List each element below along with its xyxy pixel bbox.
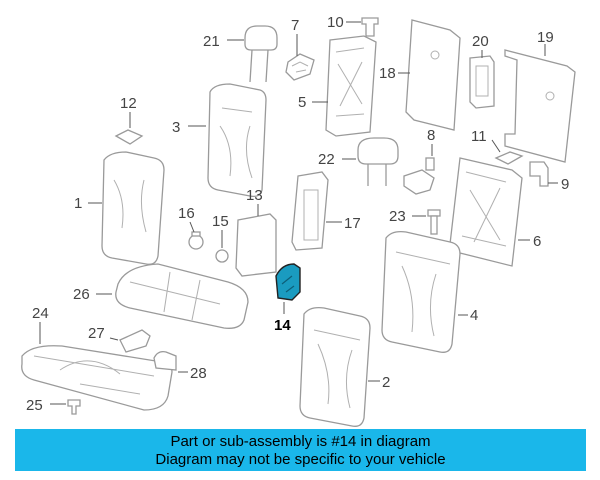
part-10-clip[interactable] [361, 17, 379, 37]
callout-2: 2 [382, 374, 390, 391]
part-21-headrest[interactable] [244, 25, 278, 83]
callout-19: 19 [537, 29, 554, 46]
callout-26: 26 [73, 286, 90, 303]
part-23-bolt[interactable] [427, 209, 441, 235]
part-8-guide[interactable] [403, 157, 435, 195]
callout-13: 13 [246, 187, 263, 204]
part-17-side-bracket[interactable] [291, 171, 329, 251]
part-25-clip[interactable] [67, 399, 81, 415]
part-14-highlighted[interactable] [275, 263, 301, 301]
part-3-seatback-cushion[interactable] [207, 83, 267, 198]
part-27-bracket[interactable] [119, 329, 151, 353]
part-28-cover[interactable] [153, 350, 177, 371]
info-banner: Part or sub-assembly is #14 in diagram D… [15, 429, 586, 471]
callout-4: 4 [470, 307, 478, 324]
callout-6: 6 [533, 233, 541, 250]
callout-21: 21 [203, 33, 220, 50]
part-19-rear-panel[interactable] [504, 49, 576, 163]
part-20-latch-plate[interactable] [469, 55, 495, 109]
callout-25: 25 [26, 397, 43, 414]
callout-20: 20 [472, 33, 489, 50]
callout-5: 5 [298, 94, 306, 111]
part-13-armrest[interactable] [235, 213, 277, 277]
callout-22: 22 [318, 151, 335, 168]
banner-line-1: Part or sub-assembly is #14 in diagram [170, 433, 431, 450]
callout-17: 17 [344, 215, 361, 232]
part-26-seat-cushion[interactable] [115, 263, 249, 329]
callout-18: 18 [379, 65, 396, 82]
callout-8: 8 [427, 127, 435, 144]
callout-1: 1 [74, 195, 82, 212]
banner-line-2: Diagram may not be specific to your vehi… [155, 451, 446, 468]
callout-9: 9 [561, 176, 569, 193]
part-12-pad[interactable] [114, 129, 144, 145]
part-5-seatback-frame[interactable] [325, 35, 377, 137]
part-1-seatback-cushion[interactable] [101, 151, 165, 265]
callout-15: 15 [212, 213, 229, 230]
part-6-seatback-frame[interactable] [449, 157, 523, 267]
callout-7: 7 [291, 17, 299, 34]
callout-23: 23 [389, 208, 406, 225]
exploded-parts-diagram: 21 7 10 5 18 20 19 12 [21, 14, 576, 427]
callout-24: 24 [32, 305, 49, 322]
part-16-knob[interactable] [188, 231, 204, 250]
part-22-headrest[interactable] [357, 137, 399, 186]
callout-3: 3 [172, 119, 180, 136]
part-18-back-panel[interactable] [405, 19, 461, 131]
callout-16: 16 [178, 205, 195, 222]
part-15-cap[interactable] [215, 249, 229, 263]
part-7-bracket[interactable] [285, 53, 315, 81]
callout-28: 28 [190, 365, 207, 382]
part-2-seatback-cushion[interactable] [299, 306, 371, 427]
callout-12: 12 [120, 95, 137, 112]
part-24-seat-frame[interactable] [21, 345, 173, 411]
part-11-bracket[interactable] [494, 151, 524, 165]
callout-10: 10 [327, 14, 344, 31]
callout-27: 27 [88, 325, 105, 342]
part-4-seatback-cushion[interactable] [381, 230, 461, 353]
callout-11: 11 [471, 128, 487, 145]
part-9-hinge[interactable] [529, 161, 549, 187]
callout-14: 14 [274, 317, 291, 334]
